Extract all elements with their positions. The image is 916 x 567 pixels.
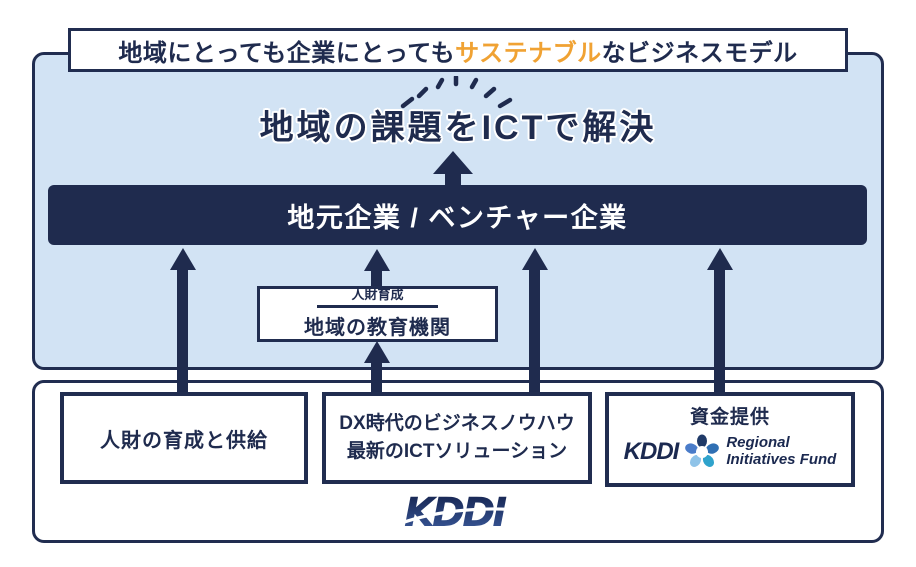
fund-name-line2: Initiatives Fund — [726, 451, 837, 468]
sustainable-model-banner: 地域にとっても企業にとってもサステナブルなビジネスモデル — [68, 28, 848, 72]
funding-heading: 資金提供 — [689, 407, 770, 428]
education-box-top-label: 人財育成 — [317, 288, 438, 308]
banner-text-prefix: 地域にとっても企業にとっても — [118, 39, 456, 67]
kddi-logo: KDDI — [398, 490, 538, 536]
up-arrow-funding-head — [707, 248, 733, 270]
up-arrow-headline-shaft — [445, 172, 461, 187]
kddi-swoosh-icon — [398, 507, 538, 526]
up-arrow-education-top-head — [364, 249, 390, 271]
up-arrow-talent-head — [170, 248, 196, 270]
education-box-name: 地域の教育機関 — [304, 316, 451, 339]
up-arrow-education-top-shaft — [371, 269, 382, 286]
up-arrow-talent-shaft — [177, 268, 188, 392]
kddi-wordmark-text: KDDI — [404, 490, 507, 536]
banner-text-highlight: サステナブル — [455, 39, 602, 67]
fund-name-line1: Regional — [726, 434, 790, 452]
banner-text-suffix: なビジネスモデル — [601, 39, 798, 67]
up-arrow-knowhow-shaft — [529, 268, 540, 392]
headline-title: 地域の課題をICTで解決 — [259, 109, 657, 147]
knowhow-box: DX時代のビジネスノウハウ 最新のICTソリューション — [322, 392, 592, 484]
up-arrow-education-bottom-head — [364, 341, 390, 363]
talent-supply-box: 人財の育成と供給 — [60, 392, 308, 484]
up-arrow-headline-head — [433, 151, 473, 174]
funding-logo-row: KDDI Regional Initiatives Fund — [624, 433, 837, 471]
up-arrow-education-bottom-shaft — [371, 361, 382, 392]
fund-name-text: Regional Initiatives Fund — [726, 434, 837, 469]
kddi-wordmark-small: KDDI — [623, 438, 680, 465]
talent-supply-label: 人財の育成と供給 — [100, 429, 268, 452]
knowhow-line1: DX時代のビジネスノウハウ — [339, 413, 575, 435]
funding-box: 資金提供 KDDI Regional Initiatives Fund — [605, 392, 855, 487]
knowhow-line2: 最新のICTソリューション — [346, 441, 568, 462]
local-companies-bar: 地元企業 / ベンチャー企業 — [48, 185, 867, 245]
sparkle-rays-icon — [400, 76, 513, 109]
up-arrow-funding-shaft — [714, 268, 725, 392]
up-arrow-knowhow-head — [522, 248, 548, 270]
local-companies-label: 地元企業 / ベンチャー企業 — [287, 202, 628, 233]
education-institution-box: 人財育成 地域の教育機関 — [257, 286, 498, 342]
fund-flower-icon — [685, 434, 720, 467]
